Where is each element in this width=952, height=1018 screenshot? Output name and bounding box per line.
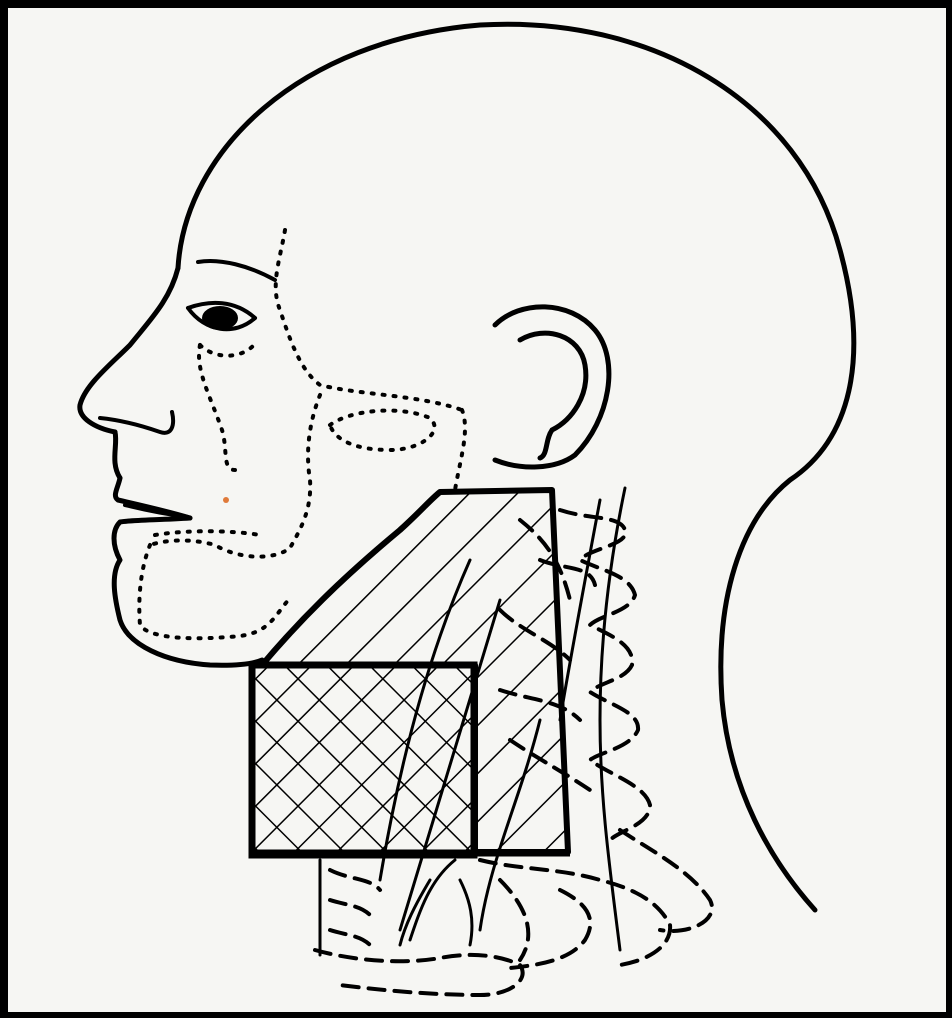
face-profile-forehead [80, 268, 178, 432]
lower-neck-crosshatched-region [252, 665, 474, 855]
eyebrow [198, 261, 275, 280]
nose-underside [115, 432, 120, 478]
eye-iris [202, 306, 238, 330]
facial-details [100, 261, 275, 517]
ear [495, 307, 609, 467]
orange-mark [223, 497, 229, 503]
